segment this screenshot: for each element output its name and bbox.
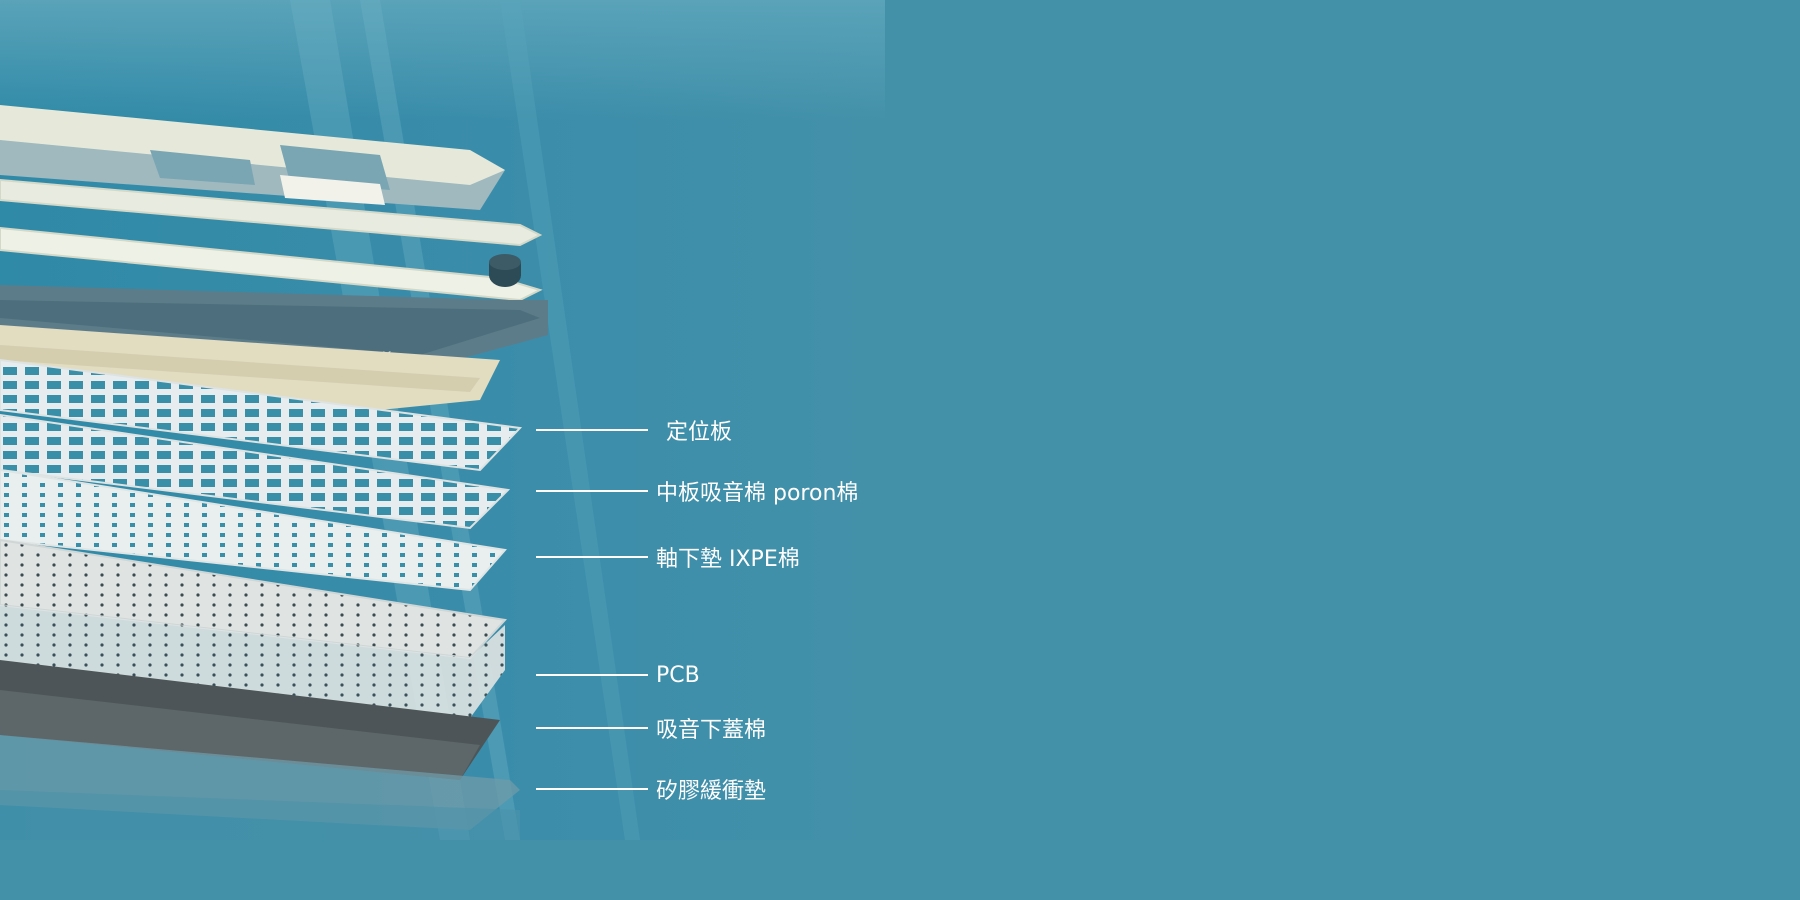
leader-line bbox=[536, 788, 648, 790]
leader-line bbox=[536, 490, 648, 492]
callout-mid-foam: 中板吸音棉 poron棉 bbox=[536, 476, 858, 506]
leader-line bbox=[536, 556, 648, 558]
leader-line bbox=[536, 674, 648, 676]
switch-pad-layer bbox=[0, 468, 507, 592]
background-fade bbox=[0, 0, 885, 120]
switches-layer bbox=[0, 325, 500, 410]
leader-line bbox=[536, 429, 648, 431]
callout-pcb: PCB bbox=[536, 660, 700, 690]
label-bottom-foam: 吸音下蓋棉 bbox=[656, 718, 767, 743]
label-mid-foam: 中板吸音棉 poron棉 bbox=[656, 481, 859, 506]
exploded-keyboard-illustration: RK bbox=[0, 0, 640, 840]
callout-switch-pad: 軸下墊 IXPE棉 bbox=[536, 542, 800, 572]
bottom-foam-layer bbox=[0, 660, 500, 780]
label-switch-pad: 軸下墊 IXPE棉 bbox=[656, 547, 800, 572]
label-silicone-pad: 矽膠緩衝墊 bbox=[656, 779, 767, 804]
callout-silicone-pad: 矽膠緩衝墊 bbox=[536, 774, 766, 804]
leader-line bbox=[536, 727, 648, 729]
bottom-case: RK bbox=[0, 254, 548, 370]
plate-layer bbox=[0, 358, 523, 472]
callout-plate: 定位板 bbox=[536, 415, 732, 445]
pcb-layer bbox=[0, 538, 508, 725]
silicone-pad-layer bbox=[0, 735, 520, 840]
top-frame bbox=[0, 178, 543, 302]
label-plate: 定位板 bbox=[666, 420, 733, 445]
mid-foam-layer bbox=[0, 413, 511, 530]
callout-bottom-foam: 吸音下蓋棉 bbox=[536, 713, 766, 743]
keycaps-layer bbox=[0, 105, 505, 210]
label-pcb: PCB bbox=[656, 662, 700, 688]
